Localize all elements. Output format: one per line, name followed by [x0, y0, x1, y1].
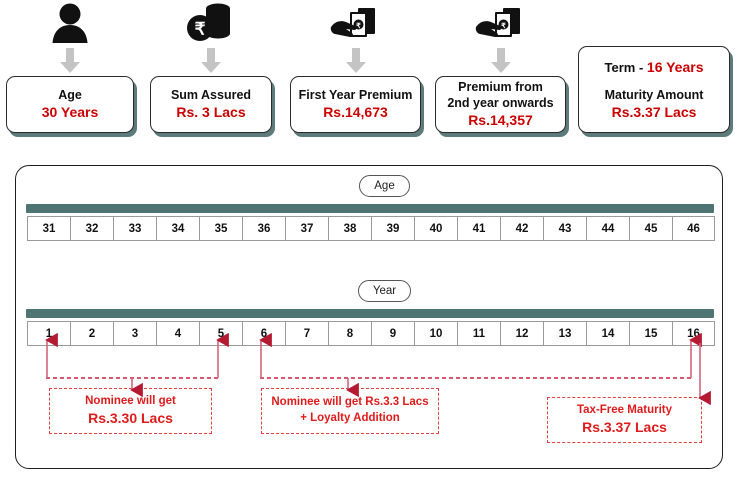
age-cell: 33: [113, 216, 156, 241]
year-cell: 2: [70, 321, 113, 346]
year-cell: 1: [27, 321, 70, 346]
card-age-value: 30 Years: [41, 104, 99, 121]
age-cell: 45: [629, 216, 672, 241]
card-sum-assured-value: Rs. 3 Lacs: [176, 104, 246, 121]
callout-3-line2: Rs.3.37 Lacs: [582, 419, 667, 436]
card-maturity-label: Maturity Amount: [604, 87, 704, 102]
summary-column-first-year-premium: ₹ First Year Premium Rs.14,673: [290, 0, 421, 133]
age-pill-label: Age: [359, 175, 410, 197]
card-maturity-value: Rs.3.37 Lacs: [611, 103, 697, 120]
card-first-year-premium: First Year Premium Rs.14,673: [290, 76, 421, 133]
summary-column-renewal-premium: ₹ Premium from 2nd year onwards Rs.14,35…: [435, 0, 566, 133]
callout-tax-free-maturity: Tax-Free Maturity Rs.3.37 Lacs: [547, 397, 702, 443]
year-cell: 16: [672, 321, 715, 346]
year-pill-text: Year: [372, 285, 397, 297]
age-cell: 42: [500, 216, 543, 241]
age-cell: 34: [156, 216, 199, 241]
card-term-label: Term: [604, 59, 636, 75]
card-first-year-premium-label: First Year Premium: [298, 88, 413, 103]
card-renewal-premium-label2: 2nd year onwards: [447, 96, 554, 111]
age-cell: 36: [242, 216, 285, 241]
callout-2-line2: + Loyalty Addition: [300, 412, 400, 424]
svg-text:₹: ₹: [356, 22, 361, 30]
gray-down-arrow-icon: [290, 46, 421, 76]
card-term-row: Term - 16 Years: [604, 58, 703, 77]
age-cell: 32: [70, 216, 113, 241]
person-icon: [6, 0, 134, 46]
callout-3-line1: Tax-Free Maturity: [576, 403, 672, 416]
summary-column-term-maturity: Term - 16 Years Maturity Amount Rs.3.37 …: [578, 46, 730, 133]
summary-column-sum-assured: ₹ Sum Assured Rs. 3 Lacs: [150, 0, 272, 133]
card-age: Age 30 Years: [6, 76, 134, 133]
year-pill-label: Year: [358, 280, 411, 302]
age-cell: 41: [457, 216, 500, 241]
card-sum-assured: Sum Assured Rs. 3 Lacs: [150, 76, 272, 133]
age-track-bar: [26, 204, 714, 213]
year-cell: 8: [328, 321, 371, 346]
card-term-dash: -: [638, 59, 644, 75]
svg-text:₹: ₹: [195, 20, 206, 39]
callout-1-line1: Nominee will get: [85, 394, 176, 407]
age-cell: 40: [414, 216, 457, 241]
age-cell: 38: [328, 216, 371, 241]
age-cell: 43: [543, 216, 586, 241]
age-pill-text: Age: [374, 180, 395, 192]
summary-column-age: Age 30 Years: [6, 0, 134, 133]
age-cell: 46: [672, 216, 715, 241]
card-term-maturity: Term - 16 Years Maturity Amount Rs.3.37 …: [578, 46, 730, 133]
year-cell: 14: [586, 321, 629, 346]
age-cell: 44: [586, 216, 629, 241]
hand-cash-icon: ₹: [435, 0, 566, 46]
gray-down-arrow-icon: [6, 46, 134, 76]
card-first-year-premium-value: Rs.14,673: [323, 104, 388, 121]
year-cell: 3: [113, 321, 156, 346]
age-cell: 39: [371, 216, 414, 241]
year-cell: 10: [414, 321, 457, 346]
year-track-bar: [26, 309, 714, 318]
card-term-value: 16 Years: [646, 58, 704, 75]
year-cell: 6: [242, 321, 285, 346]
card-renewal-premium-value: Rs.14,357: [468, 112, 533, 129]
card-sum-assured-label: Sum Assured: [170, 88, 252, 103]
callout-2-line1: Nominee will get Rs.3.3 Lacs: [271, 396, 429, 409]
year-cell: 7: [285, 321, 328, 346]
year-cell: 9: [371, 321, 414, 346]
age-cell: 35: [199, 216, 242, 241]
year-cell: 13: [543, 321, 586, 346]
card-renewal-premium: Premium from 2nd year onwards Rs.14,357: [435, 76, 566, 133]
gray-down-arrow-icon: [435, 46, 566, 76]
year-cell: 12: [500, 321, 543, 346]
year-cell: 15: [629, 321, 672, 346]
year-cell: 4: [156, 321, 199, 346]
card-age-label: Age: [58, 88, 82, 103]
rupee-coins-icon: ₹: [150, 0, 272, 46]
hand-cash-icon: ₹: [290, 0, 421, 46]
callout-1-line2: Rs.3.30 Lacs: [88, 410, 173, 427]
year-cell: 11: [457, 321, 500, 346]
callout-nominee-early: Nominee will get Rs.3.30 Lacs: [49, 388, 212, 434]
card-renewal-premium-label1: Premium from: [458, 80, 543, 95]
callout-nominee-loyalty: Nominee will get Rs.3.3 Lacs + Loyalty A…: [261, 388, 439, 434]
year-cell: 5: [199, 321, 242, 346]
age-cell: 31: [27, 216, 70, 241]
gray-down-arrow-icon: [150, 46, 272, 76]
age-cell: 37: [285, 216, 328, 241]
top-summary-row: Age 30 Years: [0, 0, 740, 152]
svg-text:₹: ₹: [501, 22, 506, 30]
